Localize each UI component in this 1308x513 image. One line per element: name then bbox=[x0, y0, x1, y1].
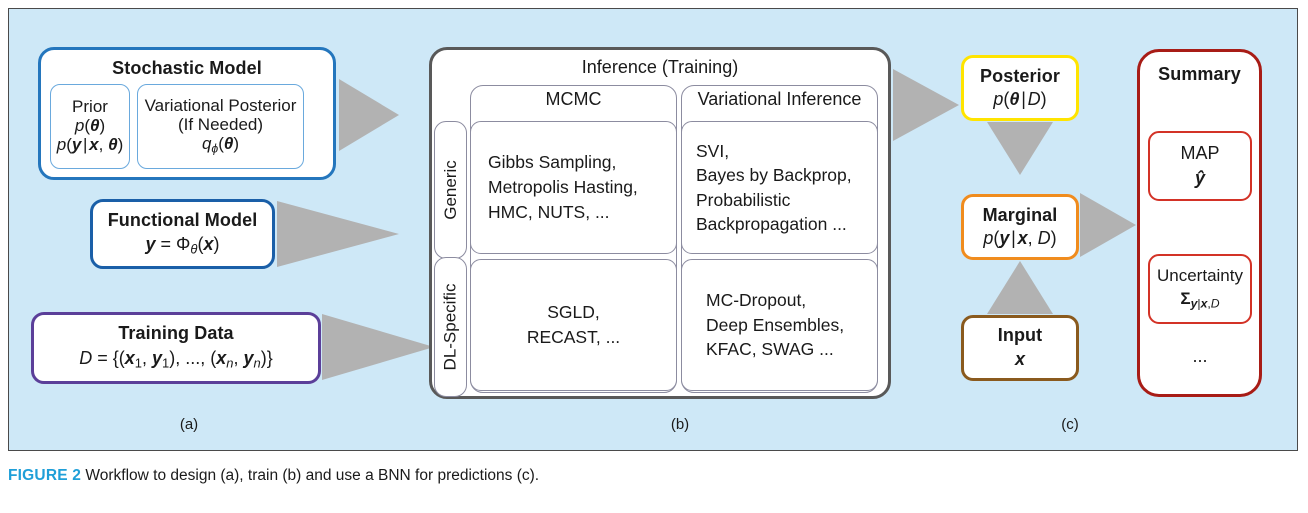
variational-posterior-title-line2: (If Needed) bbox=[177, 115, 264, 135]
arrow-stochastic-to-inference bbox=[339, 79, 399, 151]
marginal-formula: p(y|x, D) bbox=[983, 228, 1057, 249]
row-label-generic-box: Generic bbox=[434, 121, 467, 259]
figure-caption-text: Workflow to design (a), train (b) and us… bbox=[81, 467, 540, 484]
functional-model-title: Functional Model bbox=[107, 209, 258, 230]
prior-formula-1: p(θ) bbox=[74, 115, 106, 135]
panel-label-a: (a) bbox=[179, 416, 199, 433]
panel-label-b: (b) bbox=[670, 416, 690, 433]
posterior-box: Posterior p(θ|D) bbox=[961, 55, 1079, 121]
panel-label-c: (c) bbox=[1061, 416, 1079, 433]
input-box: Input x bbox=[961, 315, 1079, 381]
variational-posterior-formula: qϕ(θ) bbox=[201, 134, 240, 156]
figure-caption: FIGURE 2 Workflow to design (a), train (… bbox=[8, 466, 1298, 485]
cell-vi-generic-line-4: Backpropagation ... bbox=[696, 214, 847, 234]
arrow-marginal-to-summary bbox=[1080, 193, 1136, 257]
arrow-training-to-inference bbox=[322, 314, 434, 380]
row-label-generic: Generic bbox=[440, 160, 460, 220]
row-label-dl-specific-box: DL-Specific bbox=[434, 257, 467, 397]
summary-ellipsis: ... bbox=[1192, 346, 1208, 366]
variational-posterior-box: Variational Posterior (If Needed) qϕ(θ) bbox=[137, 84, 304, 169]
summary-uncertainty-formula: Σy|x,D bbox=[1180, 288, 1220, 311]
summary-uncertainty-box: Uncertainty Σy|x,D bbox=[1148, 254, 1252, 324]
stochastic-model-title: Stochastic Model bbox=[112, 58, 262, 78]
input-title: Input bbox=[997, 324, 1043, 345]
functional-model-box: Functional Model y = Φθ(x) bbox=[90, 199, 275, 269]
cell-vi-dl-specific: MC-Dropout, Deep Ensembles, KFAC, SWAG .… bbox=[681, 259, 878, 391]
posterior-formula: p(θ|D) bbox=[993, 89, 1047, 110]
figure-number: FIGURE 2 bbox=[8, 467, 82, 484]
cell-mcmc-dl-line-2: RECAST, ... bbox=[526, 327, 621, 347]
cell-vi-generic-line-2: Bayes by Backprop, bbox=[696, 165, 852, 185]
posterior-title: Posterior bbox=[980, 65, 1060, 86]
cell-vi-generic-line-3: Probabilistic bbox=[696, 189, 791, 210]
cell-mcmc-generic-line-1: Gibbs Sampling, bbox=[488, 152, 617, 173]
mcmc-column-header: MCMC bbox=[545, 89, 602, 109]
cell-mcmc-dl-line-1: SGLD, bbox=[547, 302, 600, 323]
cell-vi-generic-line-1: SVI, bbox=[696, 140, 730, 161]
arrow-functional-to-inference bbox=[277, 201, 399, 267]
arrow-posterior-to-marginal bbox=[987, 122, 1053, 175]
summary-map-formula: ŷ bbox=[1194, 167, 1205, 188]
row-label-dl-specific: DL-Specific bbox=[440, 283, 460, 371]
cell-vi-dl-line-2: Deep Ensembles, bbox=[706, 314, 845, 335]
summary-uncertainty-title: Uncertainty bbox=[1157, 265, 1243, 285]
figure-panel: Stochastic Model Prior p(θ) p(y|x, θ) Va… bbox=[8, 8, 1298, 451]
inference-title: Inference (Training) bbox=[581, 57, 739, 77]
summary-map-title: MAP bbox=[1180, 143, 1220, 164]
input-formula: x bbox=[1014, 349, 1025, 370]
cell-vi-generic: SVI, Bayes by Backprop, Probabilistic Ba… bbox=[681, 121, 878, 254]
vi-column-header: Variational Inference bbox=[697, 89, 862, 109]
cell-vi-dl-line-3: KFAC, SWAG ... bbox=[706, 339, 834, 360]
summary-title: Summary bbox=[1158, 64, 1241, 84]
training-data-box: Training Data D = {(x1, y1), ..., (xn, y… bbox=[31, 312, 321, 384]
marginal-box: Marginal p(y|x, D) bbox=[961, 194, 1079, 260]
training-data-title: Training Data bbox=[118, 323, 234, 344]
cell-mcmc-generic: Gibbs Sampling, Metropolis Hasting, HMC,… bbox=[470, 121, 677, 254]
marginal-title: Marginal bbox=[982, 204, 1058, 225]
cell-mcmc-dl-specific: SGLD, RECAST, ... bbox=[470, 259, 677, 391]
arrow-input-to-marginal bbox=[987, 261, 1053, 314]
summary-box: Summary bbox=[1137, 49, 1262, 397]
summary-map-box: MAP ŷ bbox=[1148, 131, 1252, 201]
training-data-formula: D = {(x1, y1), ..., (xn, yn)} bbox=[79, 348, 273, 372]
cell-mcmc-generic-line-2: Metropolis Hasting, bbox=[488, 177, 638, 198]
cell-mcmc-generic-line-3: HMC, NUTS, ... bbox=[488, 201, 610, 222]
arrow-inference-to-posterior bbox=[893, 69, 959, 141]
functional-model-formula: y = Φθ(x) bbox=[145, 234, 220, 257]
prior-box: Prior p(θ) p(y|x, θ) bbox=[50, 84, 130, 169]
variational-posterior-title-line1: Variational Posterior bbox=[144, 96, 297, 116]
cell-vi-dl-line-1: MC-Dropout, bbox=[706, 289, 807, 310]
prior-title: Prior bbox=[72, 97, 108, 117]
prior-formula-2: p(y|x, θ) bbox=[56, 135, 124, 155]
